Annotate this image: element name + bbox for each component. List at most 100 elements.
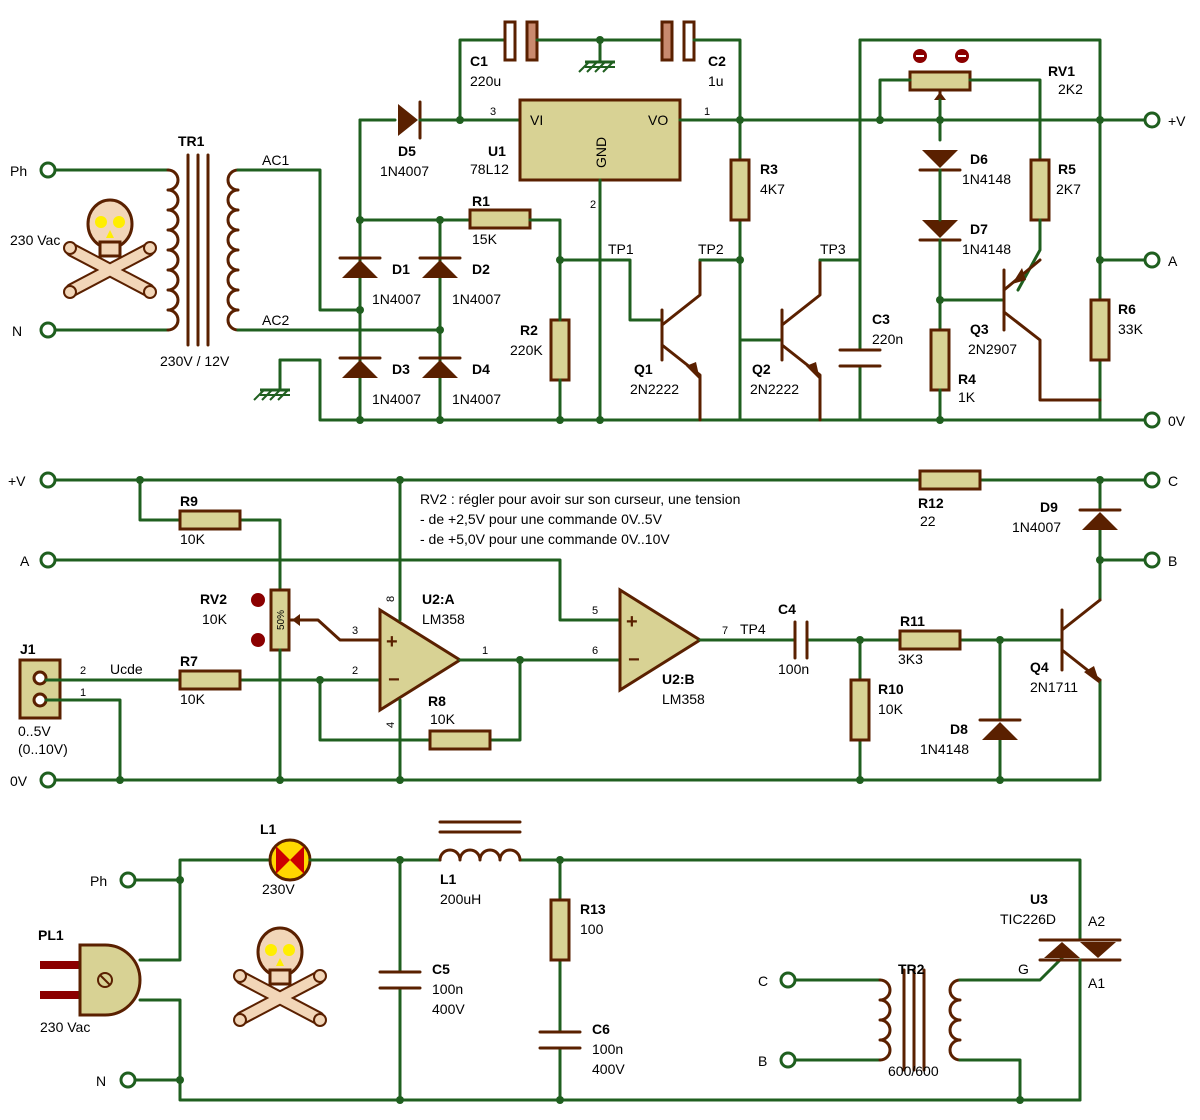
terminal-ph-3[interactable] [119, 871, 137, 889]
c6-value1: 100n [592, 1041, 623, 1057]
terminal-0v[interactable] [1143, 411, 1161, 429]
terminal-0v-2[interactable] [39, 771, 57, 789]
c6-value2: 400V [592, 1061, 625, 1077]
out-b: B [1168, 553, 1177, 569]
c3-value: 220n [872, 331, 903, 347]
r12-ref: R12 [918, 495, 944, 511]
r9-ref: R9 [180, 493, 198, 509]
u3-g: G [1018, 961, 1029, 977]
s3-ph: Ph [90, 873, 107, 889]
diode-d3 [338, 356, 382, 378]
j1-range2: (0..10V) [18, 741, 68, 757]
q4-ref: Q4 [1030, 659, 1049, 675]
c5-value1: 100n [432, 981, 463, 997]
diode-d1 [338, 256, 382, 278]
r5-value: 2K7 [1056, 181, 1081, 197]
ac1-label: AC1 [262, 152, 289, 168]
j1-pin1: 1 [80, 687, 86, 699]
r11-ref: R11 [900, 613, 925, 629]
terminal-a-2[interactable] [39, 551, 57, 569]
terminal-n[interactable] [39, 321, 57, 339]
terminal-a[interactable] [1143, 251, 1161, 269]
u1-pin3: 3 [490, 106, 496, 118]
d5-ref: D5 [398, 143, 416, 159]
r3-ref: R3 [760, 161, 778, 177]
resistor-r5 [1029, 158, 1051, 222]
tr1-secondary-coil [226, 168, 240, 332]
terminal-ph[interactable] [39, 161, 57, 179]
out-a: A [1168, 253, 1178, 269]
r4-value: 1K [958, 389, 976, 405]
u2a-minus: − [388, 669, 400, 691]
connector-j1 [18, 658, 62, 720]
out-c: C [1168, 473, 1178, 489]
terminal-plus-v-2[interactable] [39, 471, 57, 489]
diode-d4 [418, 356, 462, 378]
rv1-value: 2K2 [1058, 81, 1083, 97]
u2b-minus: − [628, 649, 640, 671]
diode-d7 [918, 220, 962, 242]
d4-value: 1N4007 [452, 391, 501, 407]
u2a-plus: + [386, 631, 398, 653]
in-0v: 0V [10, 773, 28, 789]
u1-pin2: 2 [590, 199, 596, 211]
u2a-ref: U2:A [422, 591, 455, 607]
diode-d9 [1078, 508, 1122, 530]
ground-icon [577, 60, 617, 74]
transistor-q1 [660, 258, 702, 422]
u1-pin1: 1 [704, 106, 710, 118]
transistor-q4 [1060, 598, 1102, 684]
resistor-r9 [178, 509, 242, 531]
tr2-primary-coil [878, 978, 892, 1062]
d6-ref: D6 [970, 151, 988, 167]
lamp-ref: L1 [260, 821, 277, 837]
r10-value: 10K [878, 701, 904, 717]
u1-value: 78L12 [470, 161, 509, 177]
tr2-ref: TR2 [898, 961, 925, 977]
terminal-b[interactable] [1143, 551, 1161, 569]
r7-value: 10K [180, 691, 206, 707]
plug-pl1 [40, 943, 142, 1017]
r4-ref: R4 [958, 371, 976, 387]
tr2-secondary-coil [948, 978, 962, 1062]
c3-ref: C3 [872, 311, 890, 327]
rv2-ref: RV2 [200, 591, 227, 607]
terminal-c[interactable] [1143, 471, 1161, 489]
tr1-primary-coil [166, 168, 180, 332]
u2a-pin8: 8 [385, 596, 397, 602]
triac-section: Ph N PL1 230 Vac L1 230V L1 200uH [38, 820, 1122, 1104]
s3-b: B [758, 1053, 767, 1069]
transistor-q3 [1002, 258, 1102, 402]
note-line-2: - de +2,5V pour une commande 0V..5V [420, 511, 663, 527]
pl1-ref: PL1 [38, 927, 64, 943]
ucde-label: Ucde [110, 661, 143, 677]
c2-value: 1u [708, 73, 724, 89]
resistor-r8 [428, 729, 492, 751]
u2a-pin3: 3 [352, 625, 358, 637]
inductor-l1 [438, 848, 522, 862]
terminal-plus-v[interactable] [1143, 111, 1161, 129]
in-plus-v: +V [8, 473, 26, 489]
r9-value: 10K [180, 531, 206, 547]
r8-value: 10K [430, 711, 456, 727]
opamp-u2b [618, 587, 703, 693]
q2-ref: Q2 [752, 361, 771, 377]
r12-value: 22 [920, 513, 936, 529]
d2-ref: D2 [472, 261, 490, 277]
note-line-3: - de +5,0V pour une commande 0V..10V [420, 531, 670, 547]
c2-ref: C2 [708, 53, 726, 69]
d8-value: 1N4148 [920, 741, 969, 757]
u1-gnd: GND [593, 137, 609, 168]
r2-value: 220K [510, 342, 543, 358]
d5-value: 1N4007 [380, 163, 429, 179]
tr1-value: 230V / 12V [160, 353, 230, 369]
terminal-b-3[interactable] [779, 1051, 797, 1069]
terminal-n-3[interactable] [119, 1071, 137, 1089]
u2a-value: LM358 [422, 611, 465, 627]
r1-value: 15K [472, 231, 498, 247]
terminal-c-3[interactable] [779, 971, 797, 989]
u1-vo: VO [648, 112, 668, 128]
tp3-label: TP3 [820, 241, 846, 257]
d1-ref: D1 [392, 261, 410, 277]
